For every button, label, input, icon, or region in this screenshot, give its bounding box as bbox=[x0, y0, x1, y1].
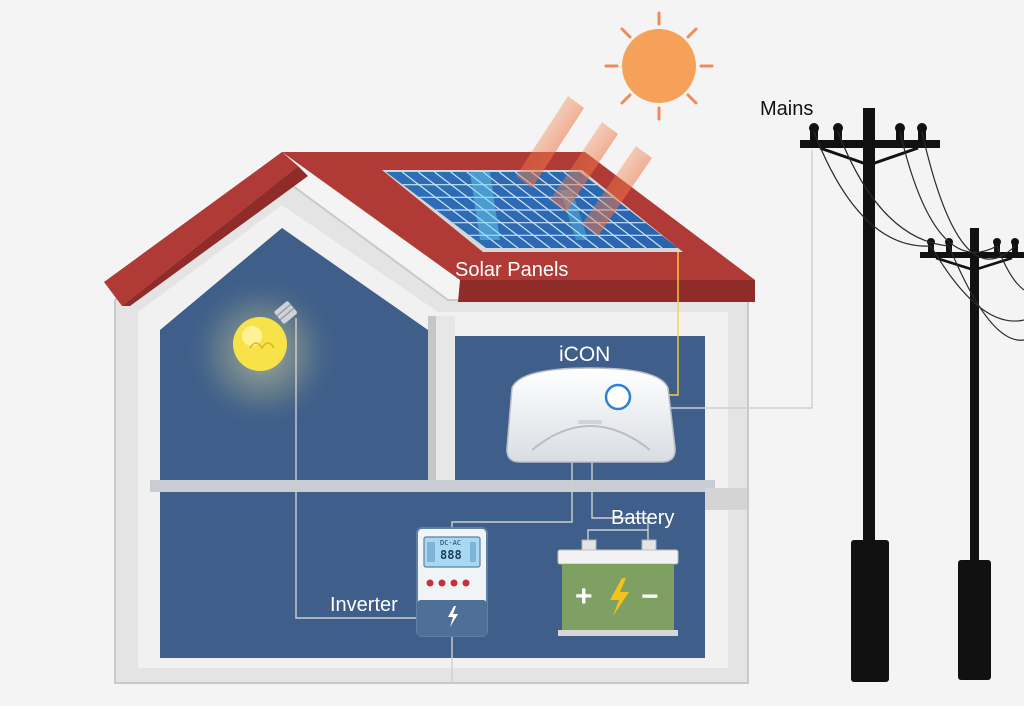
label-battery: Battery bbox=[611, 507, 675, 529]
icon-device-status-ring bbox=[604, 383, 632, 411]
label-inverter: Inverter bbox=[330, 594, 398, 616]
icon-device bbox=[506, 367, 676, 463]
inverter-mode-text: DC-AC bbox=[440, 539, 462, 547]
label-icon-device: iCON bbox=[559, 343, 611, 366]
wire-icon-to-inverter bbox=[451, 462, 573, 530]
label-solar-panels: Solar Panels bbox=[455, 259, 569, 281]
light-bulb-icon bbox=[184, 274, 340, 430]
inverter-digits-text: 888 bbox=[440, 548, 462, 562]
roof-left-edge bbox=[122, 166, 308, 306]
sun-rays bbox=[516, 96, 652, 236]
battery-icon bbox=[557, 539, 679, 636]
floor-slab bbox=[150, 480, 715, 492]
inverter-lcd bbox=[423, 536, 481, 568]
label-mains: Mains bbox=[760, 98, 814, 120]
divider-wall-shadow bbox=[428, 316, 436, 480]
wire-battery-loop bbox=[587, 529, 648, 540]
inverter-icon bbox=[416, 527, 488, 637]
wire-icon-to-battery bbox=[591, 462, 649, 540]
power-pole-icon bbox=[800, 108, 1024, 682]
roof-right-edge bbox=[458, 280, 755, 302]
floor-slab-right bbox=[705, 488, 747, 510]
battery-positive-symbol: + bbox=[575, 580, 593, 613]
sun-icon bbox=[604, 11, 714, 121]
roof-left bbox=[104, 152, 298, 306]
wire-icon-to-mains bbox=[660, 150, 813, 409]
battery-bolt-icon bbox=[610, 578, 629, 616]
solar-panel-icon bbox=[382, 170, 683, 252]
bolt-icon bbox=[448, 606, 458, 627]
battery-negative-symbol: − bbox=[641, 580, 659, 613]
